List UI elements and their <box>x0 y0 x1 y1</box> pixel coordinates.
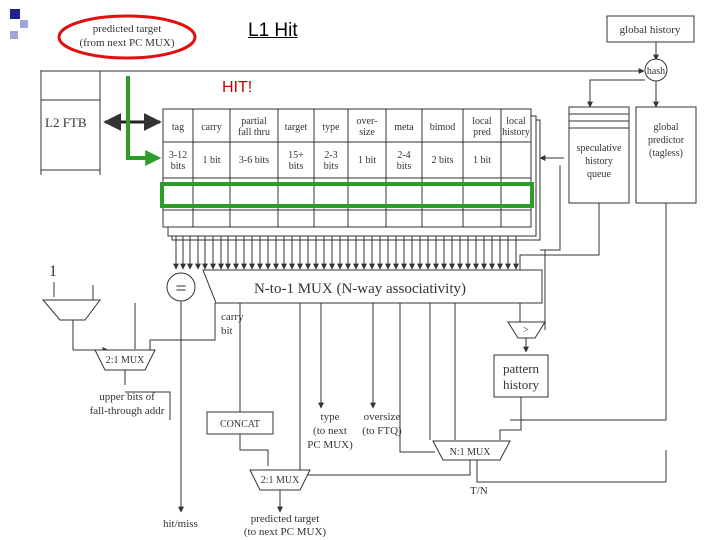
bullet-square-light <box>20 20 28 28</box>
global-predictor-line2: predictor <box>648 135 685 146</box>
global-predictor-box <box>635 106 697 204</box>
mux-input-arrows <box>173 236 519 270</box>
mux-main-label: N-to-1 MUX (N-way associativity) <box>254 281 466 297</box>
gt-label: > <box>523 325 529 336</box>
bullet-square-dark <box>10 9 20 19</box>
column-bits: 2-3 <box>324 150 337 161</box>
type-note-line2: (to next <box>313 425 347 437</box>
pattern-history-line1: pattern <box>503 361 540 376</box>
tn-label: T/N <box>470 485 488 497</box>
column-bits: 2 bits <box>432 155 454 166</box>
column-header: local <box>506 116 526 127</box>
column-header: partial <box>241 116 267 127</box>
column-bits: 1 bit <box>473 155 491 166</box>
column-bits: 1 bit <box>358 155 376 166</box>
one-label: 1 <box>49 263 57 280</box>
hash-label: hash <box>647 66 665 77</box>
global-predictor-line1: global <box>654 122 679 133</box>
upper-bits-line2: fall-through addr <box>90 405 165 417</box>
type-note-line1: type <box>321 411 340 423</box>
slide-title: L1 Hit <box>248 20 298 41</box>
column-header: carry <box>201 122 222 133</box>
adder <box>41 299 101 321</box>
green-row-highlight <box>160 182 534 208</box>
mux21-b <box>249 469 311 491</box>
spec-queue-line1: speculative <box>577 143 623 154</box>
column-bits: 3-6 bits <box>239 155 269 166</box>
greater-comparator <box>507 321 546 339</box>
column-header: bimod <box>430 122 456 133</box>
column-header: size <box>359 127 375 138</box>
mux21-b-label: 2:1 MUX <box>261 475 300 486</box>
bullet-square-light <box>10 31 18 39</box>
column-bits: bits <box>324 161 339 172</box>
carry-bit-line2: bit <box>221 325 233 337</box>
spec-queue-box <box>568 106 630 204</box>
column-header: target <box>285 122 308 133</box>
global-predictor-line3: (tagless) <box>649 148 683 159</box>
type-note-line3: PC MUX) <box>307 439 353 451</box>
carry-bit-line1: carry <box>221 311 244 323</box>
oversize-note-line1: oversize <box>364 411 401 423</box>
equals-label: = <box>175 278 186 300</box>
mux21-a <box>94 349 156 371</box>
pc-note-line1: predicted target <box>93 23 162 35</box>
spec-queue-line2: history <box>585 156 613 167</box>
spec-queue-line3: queue <box>587 169 611 180</box>
column-header: type <box>322 122 340 133</box>
n1-mux <box>432 440 511 461</box>
global-history-box <box>606 15 695 43</box>
mux21-a-label: 2:1 MUX <box>106 355 145 366</box>
column-header: meta <box>394 122 414 133</box>
hit-label: HIT! <box>222 79 253 96</box>
column-bits: 15+ <box>288 150 304 161</box>
column-header: history <box>502 127 530 138</box>
pattern-history-box <box>493 354 549 398</box>
column-bits: 1 bit <box>202 155 220 166</box>
pred-target-line2: (to next PC MUX) <box>244 526 327 538</box>
pattern-history-line2: history <box>503 377 540 392</box>
n-to-1-mux <box>202 269 543 304</box>
column-header: pred <box>473 127 491 138</box>
highlight-ellipse <box>57 14 197 60</box>
green-arrow <box>126 76 162 166</box>
column-bits: 2-4 <box>397 150 410 161</box>
column-bits: 3-12 <box>169 150 187 161</box>
hitmiss-label: hit/miss <box>163 518 198 530</box>
pred-target-line1: predicted target <box>251 513 320 525</box>
l2ftb-label: L2 FTB <box>45 115 87 130</box>
concat-label: CONCAT <box>220 419 260 430</box>
column-header: local <box>472 116 492 127</box>
column-bits: bits <box>397 161 412 172</box>
column-bits: bits <box>289 161 304 172</box>
column-header: tag <box>172 122 184 133</box>
pc-note-line2: (from next PC MUX) <box>79 37 174 49</box>
column-header: fall thru <box>238 127 270 138</box>
column-header: over- <box>357 116 378 127</box>
n1-mux-label: N:1 MUX <box>450 447 492 458</box>
upper-bits-line1: upper bits of <box>99 391 155 403</box>
column-bits: bits <box>171 161 186 172</box>
oversize-note-line2: (to FTQ) <box>362 425 402 437</box>
global-history-label: global history <box>620 24 681 36</box>
